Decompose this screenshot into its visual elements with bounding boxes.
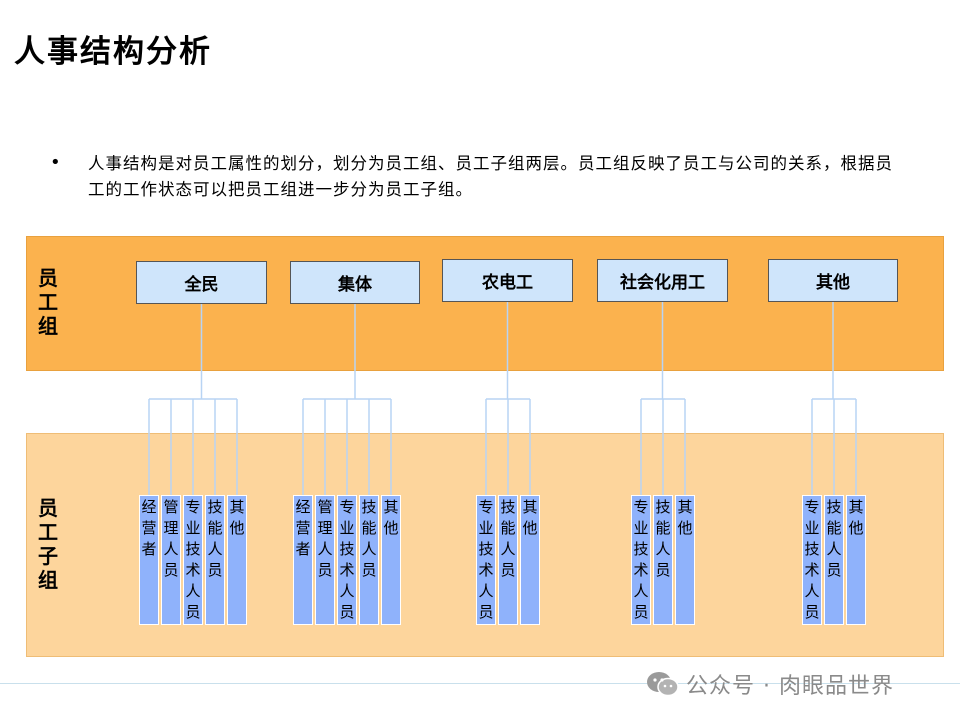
employee-subgroup-box: 其他 [846, 495, 866, 625]
employee-group-box: 其他 [768, 259, 898, 302]
employee-subgroup-label: 技能人员 [500, 498, 516, 579]
employee-subgroup-box: 其他 [675, 495, 695, 625]
employee-subgroup-box: 经营者 [293, 495, 313, 625]
employee-group-label: 员工组 [38, 266, 58, 338]
employee-subgroup-label: 其他 [848, 498, 864, 537]
employee-subgroup-box: 技能人员 [498, 495, 518, 625]
employee-subgroup-label: 员工子组 [38, 496, 58, 592]
employee-subgroup-box: 其他 [227, 495, 247, 625]
employee-subgroup-label: 专业技术人员 [478, 498, 494, 621]
employee-subgroup-label: 其他 [383, 498, 399, 537]
employee-group-box: 农电工 [442, 259, 573, 302]
employee-group-box: 社会化用工 [597, 259, 728, 302]
employee-subgroup-box: 专业技术人员 [183, 495, 203, 625]
employee-subgroup-label: 经营者 [295, 498, 311, 558]
employee-subgroup-label: 其他 [229, 498, 245, 537]
employee-subgroup-label: 其他 [522, 498, 538, 537]
employee-subgroup-box: 技能人员 [359, 495, 379, 625]
employee-subgroup-box: 其他 [520, 495, 540, 625]
employee-subgroup-label: 专业技术人员 [339, 498, 355, 621]
employee-subgroup-label: 专业技术人员 [804, 498, 820, 621]
employee-subgroup-label: 技能人员 [826, 498, 842, 579]
employee-group-box: 集体 [290, 261, 420, 304]
bullet-icon: • [50, 152, 61, 173]
employee-subgroup-label: 专业技术人员 [185, 498, 201, 621]
employee-subgroup-box: 专业技术人员 [631, 495, 651, 625]
employee-subgroup-label: 技能人员 [361, 498, 377, 579]
employee-group-box: 全民 [136, 261, 267, 304]
employee-subgroup-box: 专业技术人员 [337, 495, 357, 625]
employee-subgroup-box: 技能人员 [653, 495, 673, 625]
watermark: 公众号 · 肉眼品世界 [646, 668, 894, 700]
employee-subgroup-box: 专业技术人员 [476, 495, 496, 625]
employee-subgroup-label: 专业技术人员 [633, 498, 649, 621]
employee-subgroup-label: 技能人员 [655, 498, 671, 579]
employee-subgroup-box: 其他 [381, 495, 401, 625]
employee-subgroup-label: 管理人员 [317, 498, 333, 579]
employee-subgroup-box: 管理人员 [315, 495, 335, 625]
employee-subgroup-box: 技能人员 [824, 495, 844, 625]
page-title: 人事结构分析 [14, 34, 212, 70]
watermark-text: 公众号 · 肉眼品世界 [686, 674, 894, 699]
wechat-icon [647, 672, 679, 697]
footer-divider [0, 683, 960, 684]
employee-subgroup-label: 管理人员 [163, 498, 179, 579]
employee-subgroup-label: 其他 [677, 498, 693, 537]
employee-subgroup-label: 技能人员 [207, 498, 223, 579]
employee-subgroup-label: 经营者 [141, 498, 157, 558]
bullet-text: 人事结构是对员工属性的划分，划分为员工组、员工子组两层。员工组反映了员工与公司的… [88, 154, 893, 199]
employee-subgroup-box: 经营者 [139, 495, 159, 625]
employee-subgroup-box: 管理人员 [161, 495, 181, 625]
employee-subgroup-box: 技能人员 [205, 495, 225, 625]
employee-subgroup-box: 专业技术人员 [802, 495, 822, 625]
